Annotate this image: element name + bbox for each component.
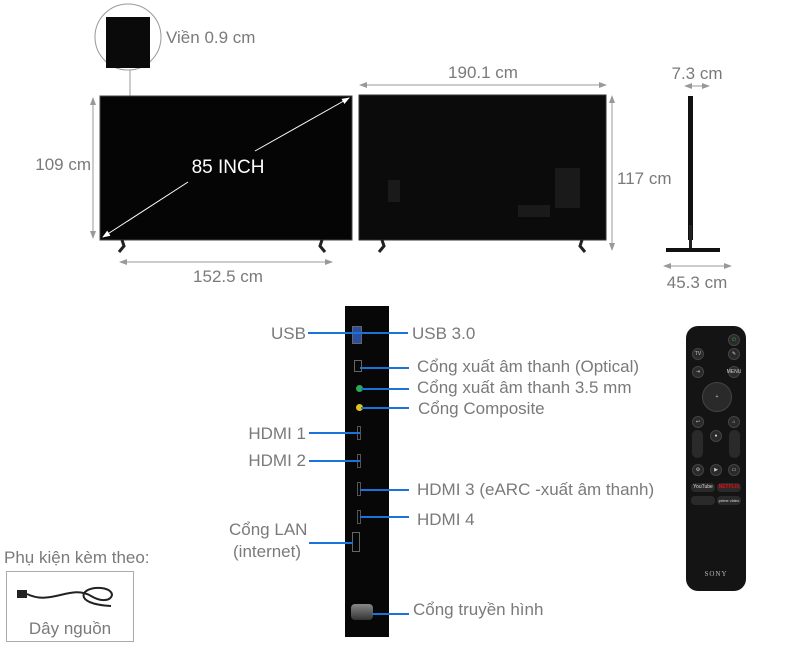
dpad-icon: + <box>702 382 732 412</box>
stand-depth-label: 45.3 cm <box>666 273 728 292</box>
lan-label: Cổng LAN <box>229 520 308 539</box>
remote-control: ⏻ TV ✎ ⇥ MENU + ↩ ⌂ ● ⚙ ▶ ▭ YouTube NETF… <box>686 326 746 591</box>
assistant-icon: ● <box>710 430 722 442</box>
front-height-label: 109 cm <box>35 155 91 174</box>
hdmi3-label: HDMI 3 (eARC -xuất âm thanh) <box>417 480 655 499</box>
lan-port <box>352 532 360 552</box>
play-pause-icon: ▶ <box>710 464 722 476</box>
hdmi2-label: HDMI 2 <box>248 451 306 470</box>
prime-video-button: prime video <box>717 496 741 505</box>
front-width-label: 152.5 cm <box>193 267 263 286</box>
audio-jack <box>356 385 363 392</box>
back-icon: ↩ <box>692 416 704 428</box>
stand-leg <box>318 239 327 253</box>
back-height-label: 117 cm <box>617 169 672 188</box>
dimension-drawing <box>90 3 732 269</box>
youtube-button: YouTube <box>691 483 715 492</box>
antenna-label: Cổng truyền hình <box>413 600 544 619</box>
side-depth-label: 7.3 cm <box>671 64 723 83</box>
diagonal-arrow <box>254 97 350 152</box>
channel-rocker <box>729 430 740 458</box>
lan-sublabel: (internet) <box>233 542 302 561</box>
subtitle-icon: ▭ <box>728 464 740 476</box>
stand-leg <box>117 239 126 253</box>
tv-back <box>358 94 607 241</box>
app-button <box>691 496 715 505</box>
port-panel <box>345 306 389 637</box>
diagonal-label: 85 INCH <box>191 157 265 178</box>
netflix-button: NETFLIX <box>717 483 741 492</box>
power-cord-icon <box>17 586 113 607</box>
optical-port <box>354 360 362 372</box>
usb3-label: USB 3.0 <box>412 324 476 343</box>
gear-icon: ⚙ <box>692 464 704 476</box>
antenna-port <box>351 604 373 620</box>
composite-jack <box>356 404 363 411</box>
volume-rocker <box>692 430 703 458</box>
input-icon: ⇥ <box>692 366 704 378</box>
settings-icon: ✎ <box>728 348 740 360</box>
accessories-title: Phụ kiện kèm theo: <box>4 548 150 567</box>
accessory-item: Dây nguồn <box>28 619 112 638</box>
remote-menu-button: MENU <box>727 366 741 378</box>
home-icon: ⌂ <box>728 416 740 428</box>
power-button-icon: ⏻ <box>728 334 740 346</box>
bezel-label: Viền 0.9 cm <box>166 28 256 47</box>
tv-side <box>688 96 693 240</box>
back-width-label: 190.1 cm <box>448 63 518 82</box>
accessory-box: Dây nguồn <box>6 571 134 642</box>
sony-logo: SONY <box>704 570 728 578</box>
composite-label: Cổng Composite <box>418 399 545 418</box>
hdmi4-label: HDMI 4 <box>417 510 475 529</box>
audio35-label: Cổng xuất âm thanh 3.5 mm <box>417 378 632 397</box>
hdmi1-label: HDMI 1 <box>248 424 306 443</box>
remote-tv-button: TV <box>692 348 704 360</box>
usb-port <box>352 326 362 344</box>
usb-label: USB <box>271 324 306 343</box>
optical-label: Cổng xuất âm thanh (Optical) <box>417 357 640 376</box>
